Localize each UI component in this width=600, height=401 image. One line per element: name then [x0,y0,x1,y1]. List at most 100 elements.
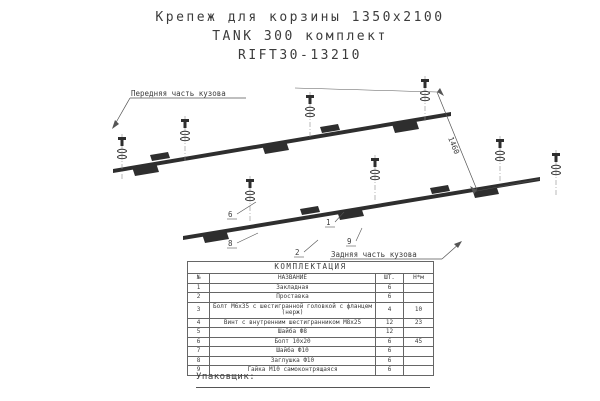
parts-table: КОМПЛЕКТАЦИЯ № НАЗВАНИЕ ШТ. Н*м 1 Заклад… [187,261,434,376]
callout-leader-line [355,227,363,242]
cell-qty: 12 [375,327,404,338]
cell-num: 3 [187,301,210,319]
fastener-stack [117,133,127,181]
rear-rail [183,177,540,243]
cell-torque: 10 [403,301,434,319]
callout-number: 2 [295,248,300,257]
dimension-extension-line [294,87,438,93]
cell-name: Заглушка Ф10 [209,355,376,366]
fastener-stack [180,115,190,163]
cell-torque [403,282,434,293]
table-row: 7 Шайба Ф10 6 [187,346,434,357]
table-row: 6 Болт 10х20 6 45 [187,336,434,347]
rear-body-annotation: Задняя часть кузова [330,241,462,260]
title-block: Крепеж для корзины 1350х2100 TANK 300 ко… [0,8,600,65]
cell-qty: 6 [375,365,404,376]
dimension-arrowhead-icon [470,186,477,194]
cell-num: 1 [187,282,210,293]
cell-name: Болт М6х35 с шестигранной головкой с фла… [209,301,376,319]
mount-foot [337,207,364,220]
dimension-line [436,91,478,191]
callout-leader-line [236,201,257,215]
callout-1: 1 [325,211,345,228]
clamp-bracket [150,152,170,161]
fastener-stack [495,135,505,183]
cell-name: Болт 10х20 [209,336,376,347]
cell-num: 8 [187,355,210,366]
cell-name: Шайба Ф8 [209,327,376,338]
fastener-stack [245,175,255,223]
table-row: 1 Закладная 6 [187,282,434,293]
front-body-leader-line [113,97,131,127]
callout-6: 6 [227,201,257,220]
col-header-torque: Н*м [403,273,434,284]
callout-number: 6 [228,210,233,219]
front-body-arrowhead-icon [112,120,119,129]
cell-name: Шайба Ф10 [209,346,376,357]
cell-torque [403,292,434,303]
table-row: 3 Болт М6х35 с шестигранной головкой с ф… [187,301,434,319]
callout-number: 1 [326,218,331,227]
cell-name: Винт с внутренним шестигранником М8х25 [209,317,376,328]
dimension-extension-line [471,178,541,193]
clamp-bracket [300,206,320,215]
mount-foot [202,230,229,243]
callout-leader-line [334,211,345,223]
dimension-value: 1460 [446,135,461,156]
cell-qty: 6 [375,292,404,303]
cell-num: 7 [187,346,210,357]
fastener-stack [370,154,380,202]
mount-foot [392,120,419,133]
cell-name: Закладная [209,282,376,293]
dimension-arrowhead-icon [437,88,444,96]
front-body-label: Передняя часть кузова [131,89,226,98]
packer-signature-line [196,387,430,388]
title-line-2: TANK 300 комплект [212,29,388,44]
cell-num: 6 [187,336,210,347]
col-header-name: НАЗВАНИЕ [209,273,376,284]
table-row: 2 Проставка 6 [187,292,434,303]
cell-torque: 23 [403,317,434,328]
clamp-bracket [320,124,340,133]
cell-qty: 12 [375,317,404,328]
cell-torque [403,327,434,338]
col-header-qty: ШТ. [375,273,404,284]
fastener-stack [551,149,561,197]
cell-num: 2 [187,292,210,303]
cell-torque [403,346,434,357]
table-header-row: № НАЗВАНИЕ ШТ. Н*м [187,273,434,284]
table-title: КОМПЛЕКТАЦИЯ [187,261,434,274]
title-line-3: RIFT30-13210 [238,48,362,63]
rear-body-label: Задняя часть кузова [331,250,417,259]
cell-num: 5 [187,327,210,338]
table-row: 5 Шайба Ф8 12 [187,327,434,338]
mount-foot [262,141,289,154]
table-title-row: КОМПЛЕКТАЦИЯ [187,261,434,274]
fastener-stack [305,91,315,139]
cell-qty: 4 [375,301,404,319]
callout-leader-line [236,232,259,244]
table-row: 8 Заглушка Ф10 6 [187,355,434,366]
callout-number: 9 [347,237,352,246]
front-body-annotation: Передняя часть кузова [112,89,246,129]
callout-2: 2 [294,239,319,258]
mount-foot [132,163,159,176]
callout-leader-line [303,239,319,253]
callout-number: 8 [228,239,233,248]
cell-torque: 45 [403,336,434,347]
col-header-num: № [187,273,210,284]
packer-label: Упаковщик: [196,372,256,382]
cell-qty: 6 [375,336,404,347]
cell-torque [403,355,434,366]
front-rail [113,112,451,176]
fastener-stack [420,75,430,123]
callout-8: 8 [227,232,259,249]
table-row: 4 Винт с внутренним шестигранником М8х25… [187,317,434,328]
cell-qty: 6 [375,355,404,366]
cell-name: Проставка [209,292,376,303]
clamp-bracket [430,185,450,194]
title-line-1: Крепеж для корзины 1350х2100 [155,10,445,25]
cell-qty: 6 [375,346,404,357]
